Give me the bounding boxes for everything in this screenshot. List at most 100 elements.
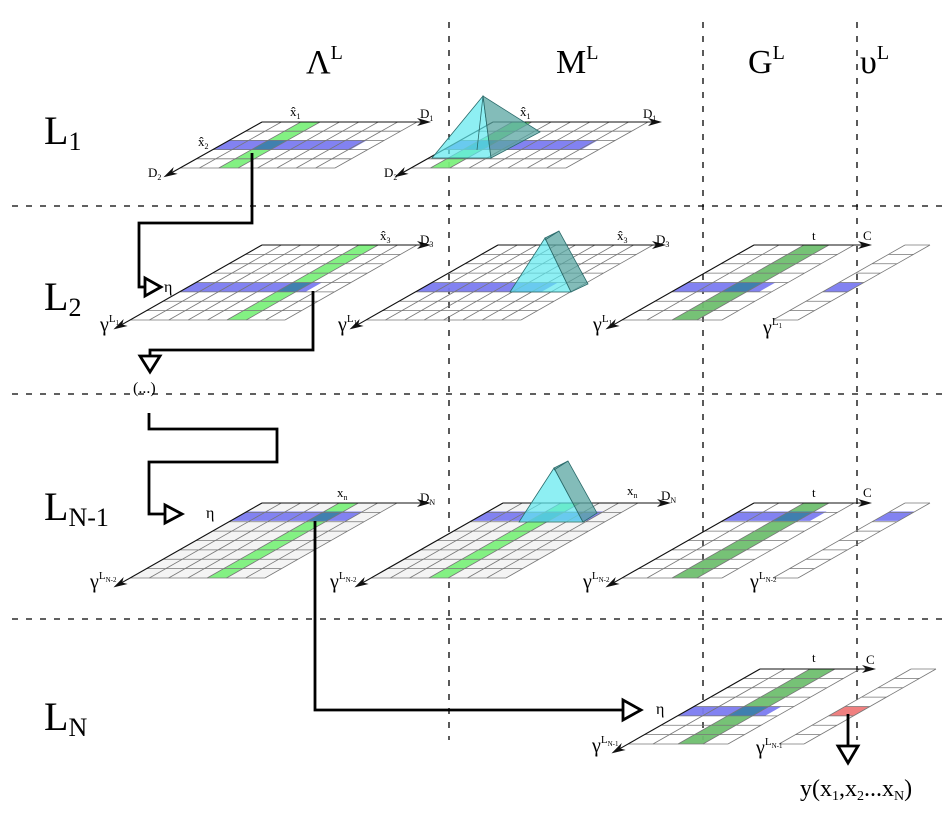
grid-G-LN — [611, 665, 876, 754]
grid-M-L1-side-axis-arrow-icon — [394, 166, 409, 178]
gamma-LN-2-G: γLN-2 — [582, 570, 610, 593]
pyramid-M-LN-1-side-face — [553, 460, 598, 523]
grid-M-L2-column-line — [404, 244, 537, 321]
grid-G-LN-1-side-axis-arrow-icon — [605, 576, 620, 588]
gamma-labels: γL1 γL1 γL1 γL1 γLN-2 γLN-2 γLN-2 γLN-2 … — [89, 313, 783, 759]
grid-M-LN-1-side-axis-arrow-icon — [354, 576, 369, 588]
label-x2-hat: x̂2 — [198, 134, 209, 151]
row-label-LN: LN — [44, 694, 87, 742]
pyramid-M-L2-edge — [544, 230, 560, 241]
grid-M-LN-1 — [354, 499, 671, 588]
grid-lambda-L2-column-line — [265, 244, 398, 321]
flow-line-ellipsis-to-LN-1 — [147, 413, 279, 516]
grid-G-LN-1-side-axis — [609, 502, 755, 586]
column-header-G: GL — [748, 42, 785, 81]
label-x3-hat-M: x̂3 — [617, 228, 628, 245]
pyramid-M-L2 — [509, 230, 589, 293]
pyramid-M-L2-side-face — [544, 230, 589, 293]
grid-M-LN-1-column-line — [486, 502, 619, 579]
grid-lambda-L2-top-axis-arrow-icon — [417, 241, 431, 249]
row-labels: L1 L2 LN-1 LN — [44, 108, 109, 742]
grid-upsilon-LN-column-line — [803, 668, 937, 745]
grid-G-L2-column-line — [671, 244, 805, 321]
grid-lambda-L2-column-line — [207, 244, 340, 321]
grid-G-L2-column-line — [721, 244, 855, 321]
grid-upsilon-L2-column-line — [797, 244, 931, 321]
grid-lambda-L2-column-line — [226, 244, 360, 321]
grid-lambda-LN-1-column-line — [168, 502, 301, 579]
row-label-LN-1: LN-1 — [44, 484, 109, 532]
grid-upsilon-L2-highlight-row — [822, 282, 864, 292]
gamma-LN-2-upsilon: γLN-2 — [749, 570, 777, 593]
grid-upsilon-LN-1-column-line — [772, 502, 906, 579]
grid-lambda-L2-column-line — [246, 244, 379, 321]
grid-G-LN-1-highlight-overlap — [772, 511, 815, 521]
grid-lambda-L1-column-line — [276, 121, 360, 169]
grid-M-LN-1-column-line — [409, 502, 542, 579]
grid-lambda-L2 — [113, 241, 431, 330]
grid-M-L1-column-line — [507, 121, 591, 169]
column-header-M: ML — [556, 42, 598, 81]
label-D2: D2 — [148, 165, 161, 182]
gamma-LN-1-G: γLN-1 — [591, 734, 619, 757]
grid-lambda-L1-column-line — [199, 121, 282, 169]
grid-lambda-L2-column-line — [149, 244, 282, 321]
grid-lambda-L2-side-axis-arrow-icon — [113, 318, 128, 330]
pyramid-M-L1 — [431, 95, 541, 159]
label-xn: xn — [337, 485, 348, 502]
grid-M-L1-top-axis-arrow-icon — [648, 118, 662, 126]
dividers — [12, 22, 949, 740]
grid-upsilon-LN-1-highlight-row — [873, 511, 916, 521]
grid-lambda-L1-highlight-row — [212, 140, 367, 150]
grid-upsilon-LN-1-column-line — [797, 502, 931, 579]
grid-M-L1-column-line — [565, 121, 649, 169]
grid-lambda-L1 — [163, 118, 431, 178]
label-x3-hat: x̂3 — [380, 228, 391, 245]
grid-upsilon-L2-column-line — [772, 244, 906, 321]
label-t-LN: t — [812, 650, 816, 665]
flow-arrow-head-L2 — [143, 275, 164, 299]
gamma-LN-2-lambda: γLN-2 — [89, 570, 117, 593]
grid-G-LN-top-axis-arrow-icon — [862, 665, 876, 673]
label-C-L2: C — [863, 228, 872, 243]
grid-M-L1-column-line — [546, 121, 629, 169]
label-t-LN-1: t — [812, 485, 816, 500]
column-header-lambda: ΛL — [306, 42, 343, 81]
tensor-grids — [113, 95, 937, 754]
flow-line-LN-1-to-LN — [313, 521, 622, 712]
grid-G-LN-1 — [605, 499, 872, 588]
grid-lambda-L1-top-axis-arrow-icon — [417, 118, 431, 126]
label-D3-M: D3 — [656, 232, 669, 249]
grid-lambda-L2-column-line — [187, 244, 321, 321]
eta-label-LN: η — [656, 701, 664, 718]
grid-lambda-LN-1-column-line — [245, 502, 378, 579]
flow-line-L1-to-L2 — [137, 153, 254, 289]
grid-lambda-LN-1-column-line — [187, 502, 321, 579]
grid-lambda-L1-column-line — [218, 121, 301, 169]
flow-arrow-head-LN — [621, 697, 644, 723]
grid-G-L2-column-line — [646, 244, 780, 321]
pyramid-M-LN-1-edge — [553, 460, 569, 471]
grid-lambda-L1-side-axis-arrow-icon — [163, 166, 178, 178]
ellipsis-label: (...) — [133, 380, 156, 397]
grid-lambda-LN-1-column-line — [264, 502, 398, 579]
eta-label-L2: η — [164, 279, 172, 296]
grid-upsilon-LN-1 — [772, 502, 931, 579]
grid-G-L2-highlight-overlap — [721, 282, 763, 292]
flow-arrow-head-LN-1 — [163, 502, 185, 526]
grid-G-LN-1-column-line — [671, 502, 805, 579]
grid-G-L2-column-line — [696, 244, 830, 321]
row-label-L1: L1 — [44, 108, 81, 156]
gamma-L1-lambda: γL1 — [99, 313, 120, 336]
label-xn-M: xn — [627, 483, 638, 500]
grid-lambda-L2-column-line — [168, 244, 301, 321]
grid-M-L2 — [349, 241, 666, 330]
grid-lambda-L2-column-line — [284, 244, 418, 321]
grid-G-LN-1-column-line — [721, 502, 855, 579]
row-label-L2: L2 — [44, 274, 81, 322]
gamma-LN-2-M: γLN-2 — [329, 570, 357, 593]
grid-G-LN-highlight-overlap — [727, 706, 769, 716]
label-D2-M: D2 — [384, 165, 397, 182]
eta-label-LN-1: η — [206, 505, 214, 522]
